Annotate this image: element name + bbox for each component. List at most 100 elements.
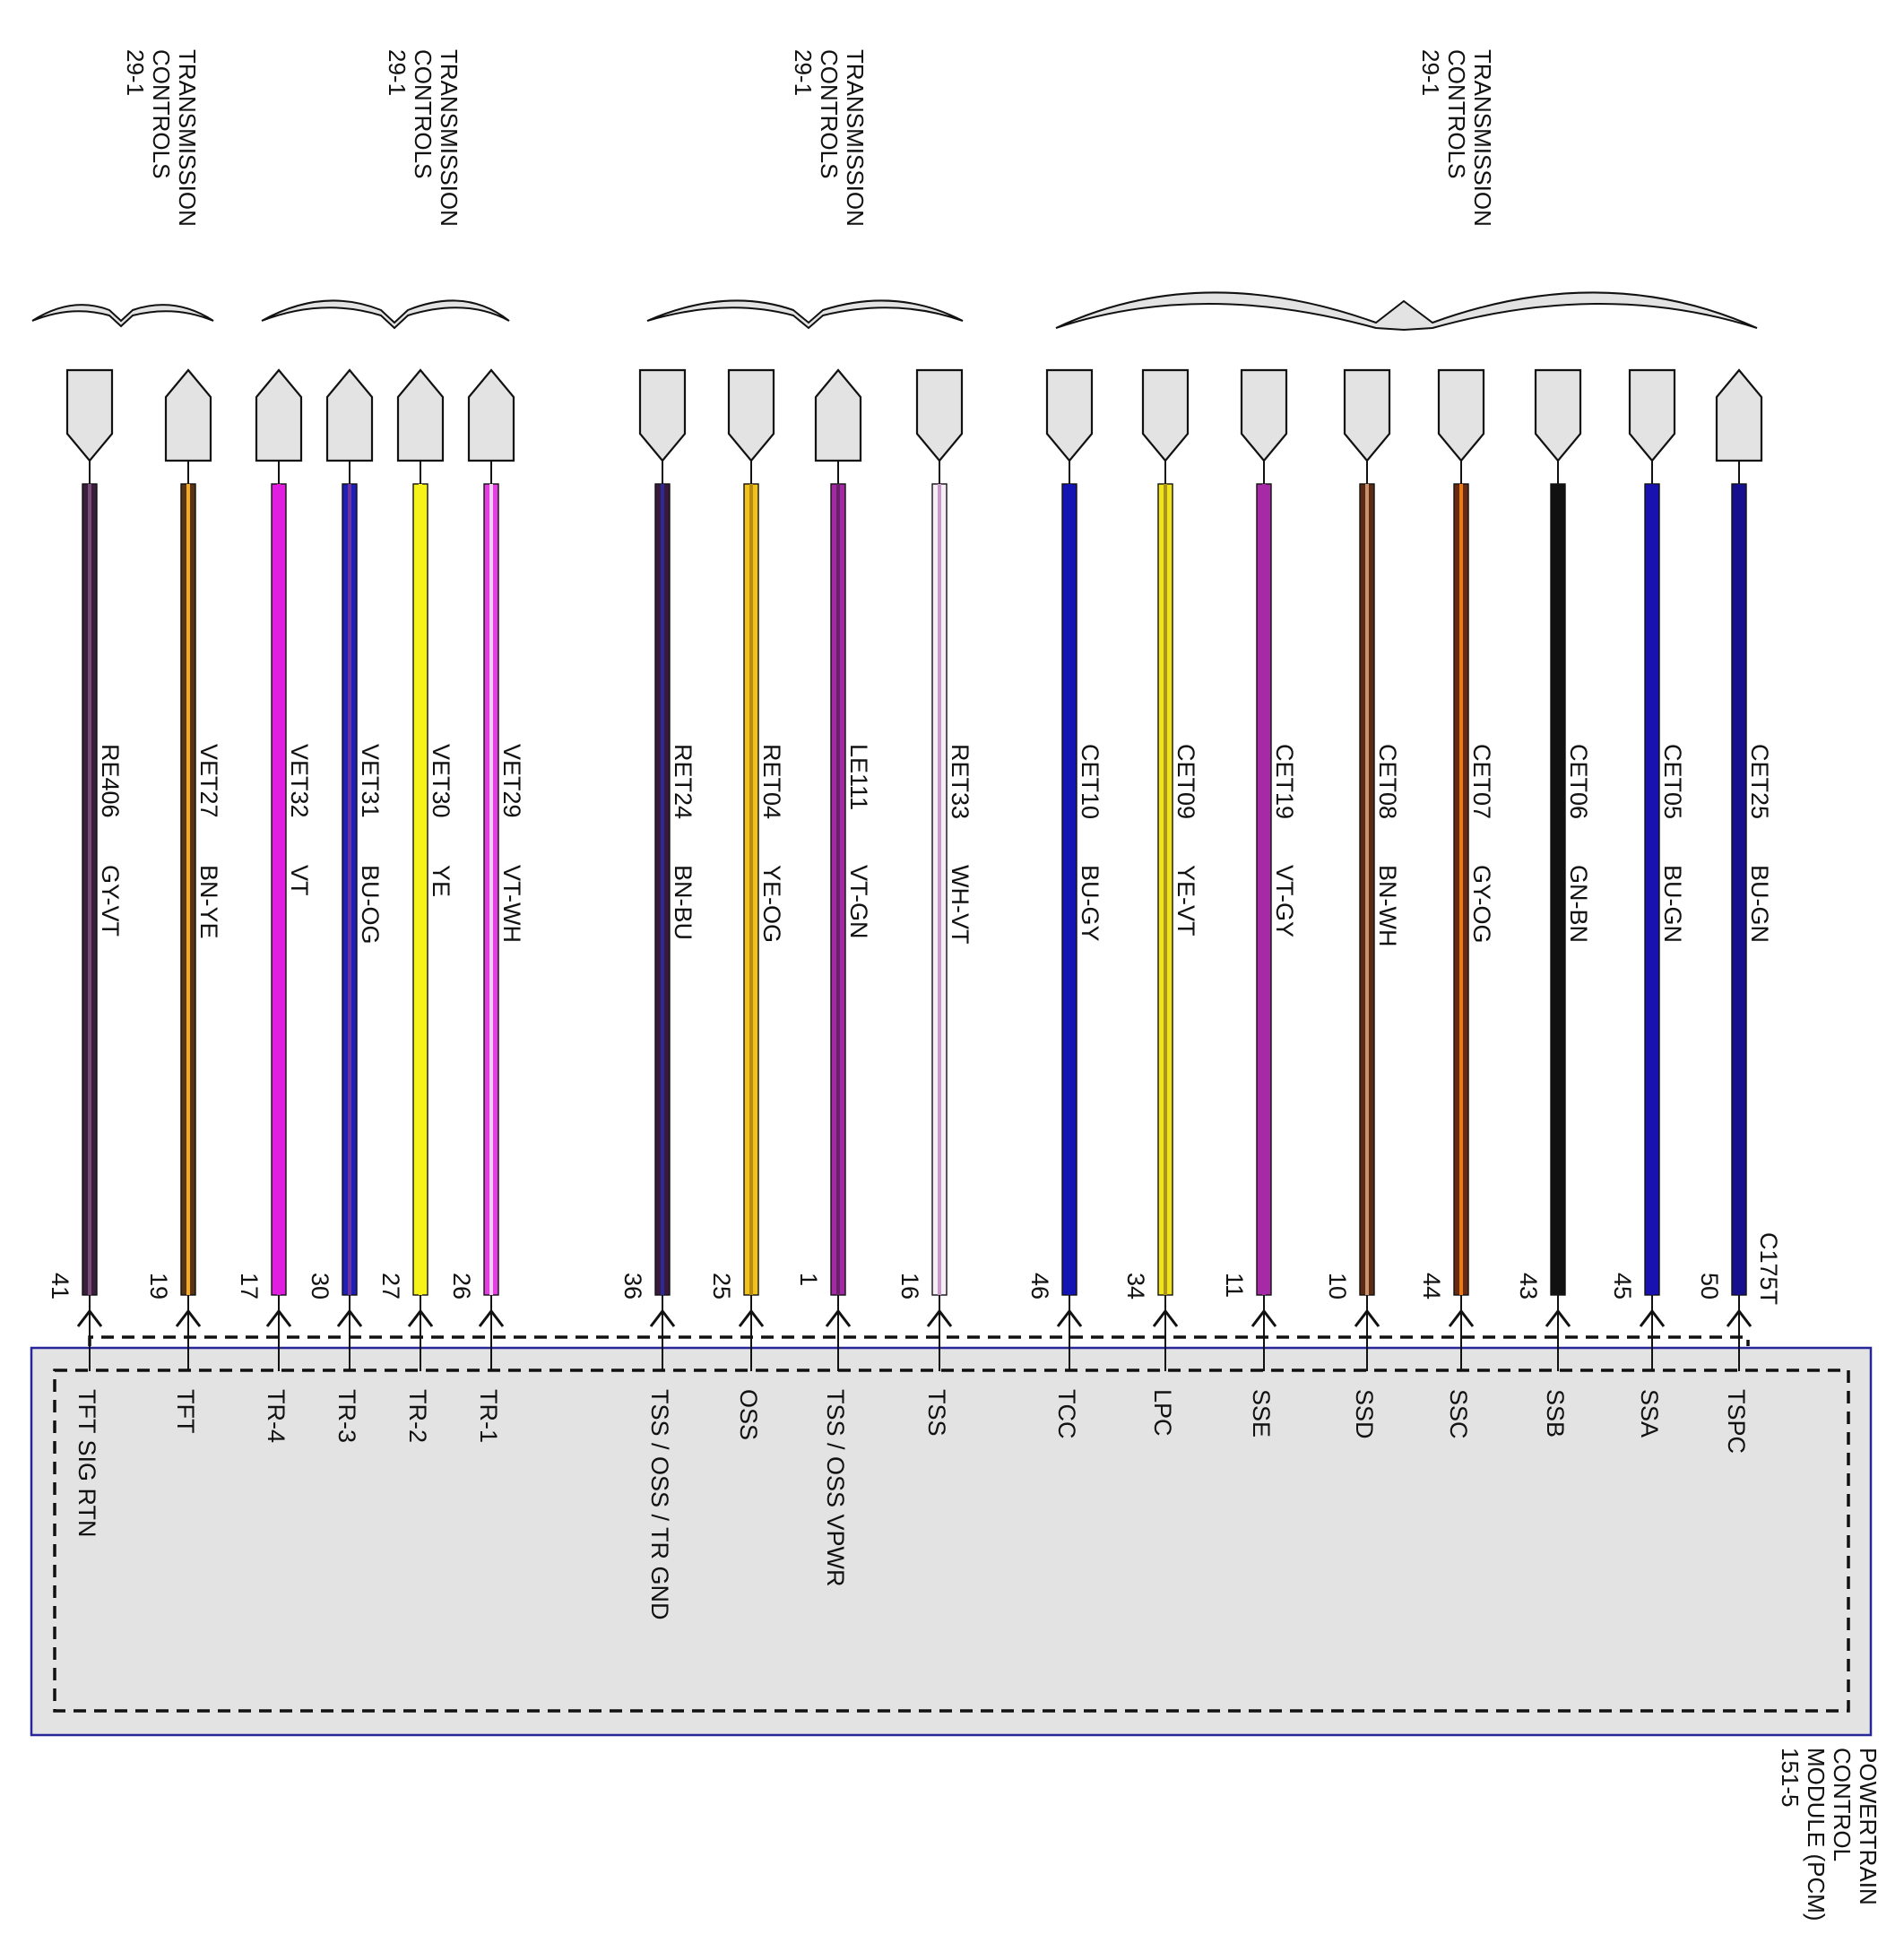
pcm-module-label: POWERTRAIN CONTROL MODULE (PCM) 151-5 <box>1777 1748 1882 1921</box>
harness-bracket-4 <box>1055 291 1758 332</box>
top-label-4-line-3: 29-1 <box>1417 49 1444 96</box>
wire-connector <box>915 368 964 462</box>
circuit-label: CET08 <box>1374 744 1401 819</box>
pin-number: 45 <box>1609 1273 1636 1299</box>
color-code-label: YE-OG <box>758 865 785 943</box>
circuit-label: CET05 <box>1659 744 1686 819</box>
color-code-label: YE <box>428 865 454 897</box>
pin-number: 11 <box>1221 1273 1248 1298</box>
wire-connector <box>1534 368 1582 462</box>
wire-stripe <box>938 484 941 1295</box>
top-label-1-line-1: TRANSMISSION <box>174 49 201 227</box>
pin-number: 30 <box>307 1273 333 1299</box>
color-code-label: GN-BN <box>1565 865 1592 943</box>
color-code-label: GY-OG <box>1468 865 1495 944</box>
signal-label: SSE <box>1248 1389 1275 1438</box>
circuit-label: VET31 <box>357 744 384 818</box>
signal-label: LPC <box>1149 1389 1176 1437</box>
top-label-1-line-3: 29-1 <box>122 49 149 96</box>
circuit-label: VET27 <box>195 744 222 818</box>
wire-connector <box>727 368 775 462</box>
circuit-label: VET29 <box>498 744 525 818</box>
circuit-label: CET19 <box>1271 744 1298 819</box>
harness-bracket-2 <box>261 299 510 330</box>
wire-stripe <box>186 484 190 1295</box>
wire-connector <box>164 368 212 462</box>
harness-bracket-1 <box>31 304 214 328</box>
pin-number: 46 <box>1026 1273 1053 1299</box>
signal-label: TSS / OSS VPWR <box>822 1389 849 1587</box>
signal-label: TSPC <box>1723 1389 1750 1454</box>
wire-connector <box>1045 368 1094 462</box>
top-label-3-line-2: CONTROLS <box>816 49 843 178</box>
signal-label: SSD <box>1351 1389 1378 1439</box>
wire-stripe <box>749 484 753 1295</box>
wire-connector <box>65 368 114 462</box>
wire-stripe <box>1164 484 1167 1295</box>
signal-label: TR-1 <box>475 1389 502 1443</box>
circuit-label: VET32 <box>286 744 313 818</box>
pin-number: 1 <box>795 1273 822 1286</box>
top-label-2-line-2: CONTROLS <box>410 49 437 178</box>
top-label-4-line-1: TRANSMISSION <box>1469 49 1496 227</box>
signal-label: SSC <box>1445 1389 1472 1439</box>
color-code-label: WH-VT <box>947 865 974 944</box>
color-code-label: YE-VT <box>1173 865 1199 937</box>
wire-connector <box>1628 368 1676 462</box>
color-code-label: VT-GN <box>845 865 872 939</box>
wire-stripe <box>489 484 493 1295</box>
pcm-module-label-line-2: CONTROL <box>1829 1748 1856 1861</box>
wire-stripe <box>1650 484 1654 1295</box>
wire-stripe <box>1459 484 1463 1295</box>
wire-connector <box>638 368 687 462</box>
wire-stripe <box>1262 484 1266 1295</box>
color-code-label: BU-GY <box>1077 865 1103 942</box>
color-code-label: VT <box>286 865 313 896</box>
top-label-4-line-2: CONTROLS <box>1443 49 1470 178</box>
wire-connector <box>1715 368 1763 462</box>
pin-number: 16 <box>896 1273 923 1299</box>
circuit-label: RET04 <box>758 744 785 819</box>
circuit-label: RET33 <box>947 744 974 819</box>
top-label-1-line-2: CONTROLS <box>148 49 175 178</box>
top-label-3-line-1: TRANSMISSION <box>842 49 869 227</box>
wire-connector <box>325 368 374 462</box>
wire-connector <box>1240 368 1288 462</box>
wire-connector <box>1343 368 1391 462</box>
pin-number: 26 <box>448 1273 475 1299</box>
wire-stripe <box>1737 484 1741 1295</box>
signal-label: OSS <box>735 1389 762 1440</box>
wire-connector <box>1437 368 1485 462</box>
color-code-label: BN-BU <box>670 865 697 940</box>
signal-label: SSA <box>1636 1389 1663 1438</box>
signal-label: TR-4 <box>263 1389 290 1443</box>
signal-label: TFT SIG RTN <box>74 1389 100 1538</box>
color-code-label: VT-WH <box>498 865 525 943</box>
pin-number: 41 <box>47 1273 74 1299</box>
circuit-label: RE406 <box>97 744 124 818</box>
color-code-label: BU-OG <box>357 865 384 945</box>
top-label-2-line-1: TRANSMISSION <box>436 49 463 227</box>
wire-stripe <box>1365 484 1369 1295</box>
wire-connector <box>814 368 862 462</box>
pin-number: 43 <box>1515 1273 1542 1299</box>
pin-number: 44 <box>1418 1273 1445 1299</box>
signal-label: SSB <box>1542 1389 1569 1438</box>
connector-c175t-dashed-line <box>88 1335 1750 1346</box>
pcm-module-box <box>30 1346 1873 1737</box>
circuit-label: VET30 <box>428 744 454 818</box>
